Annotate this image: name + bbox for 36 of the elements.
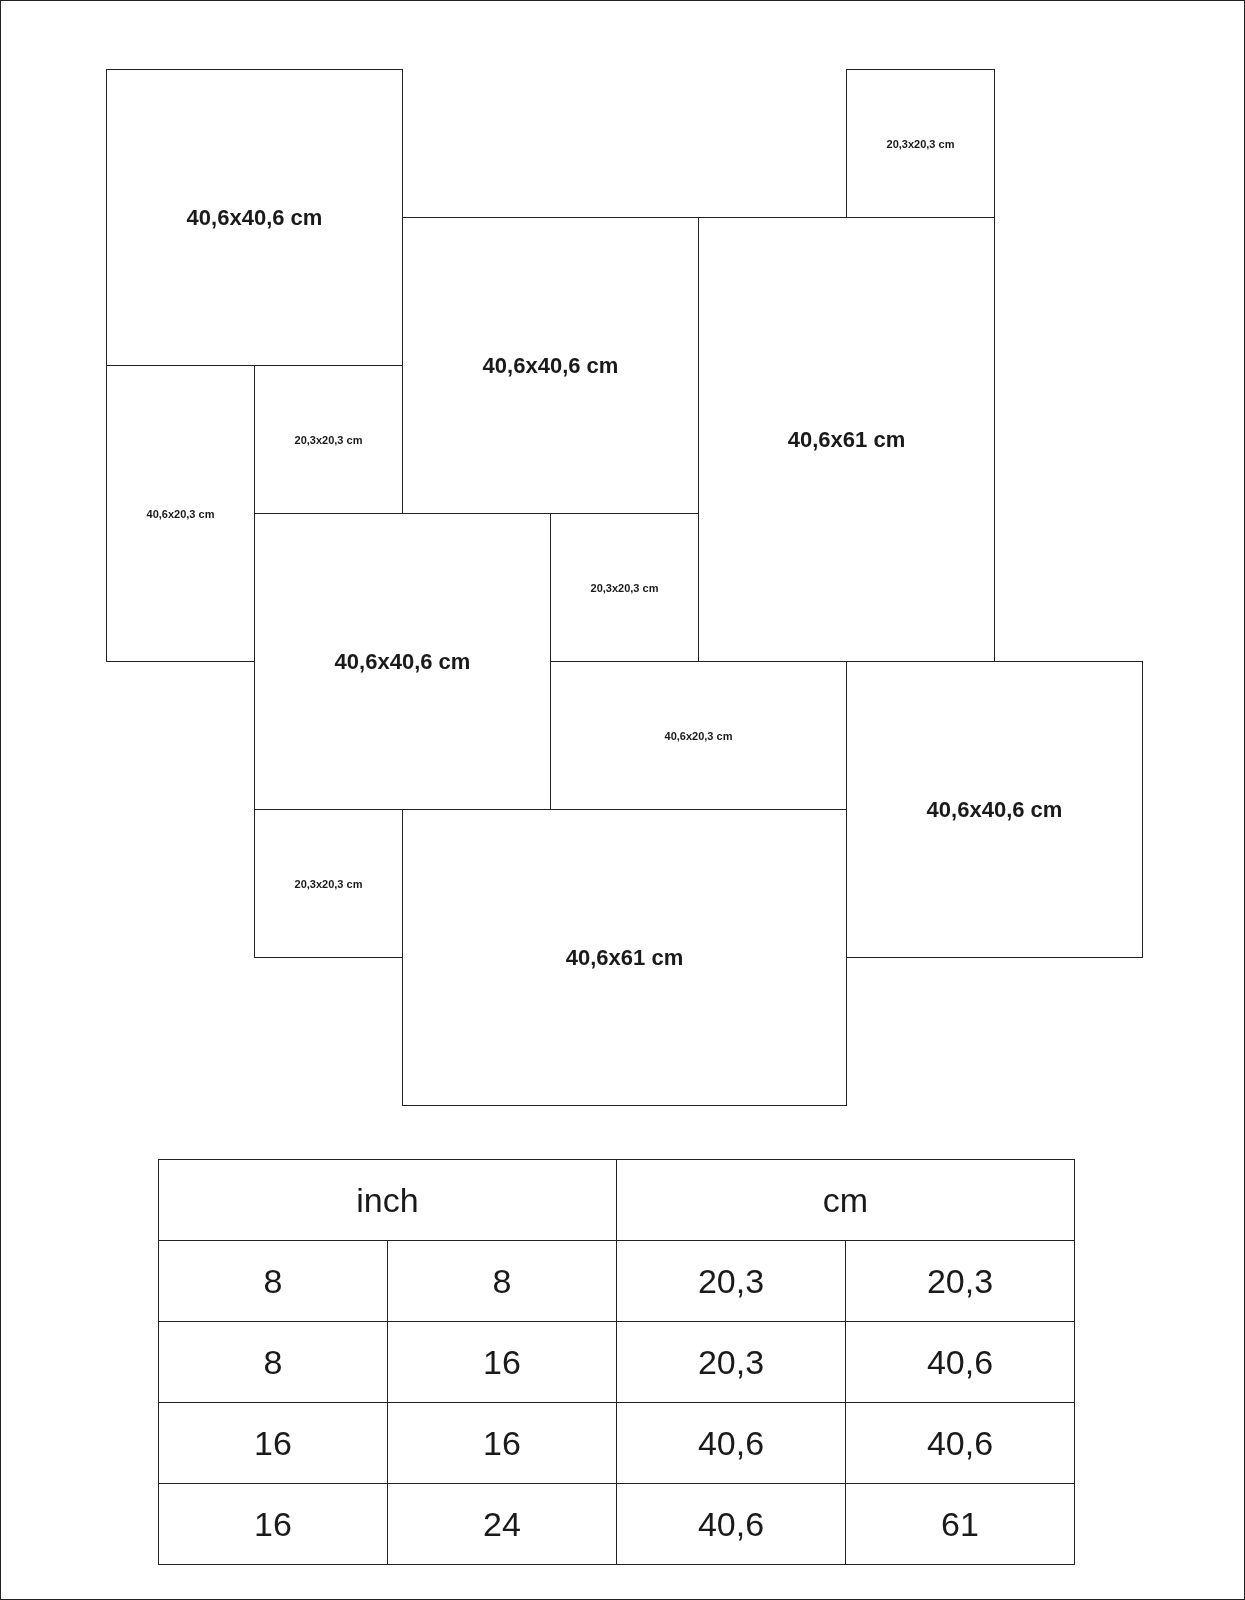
table-cell: 61: [846, 1484, 1075, 1565]
frame-outline: [846, 69, 995, 218]
frame-outline: [254, 809, 403, 958]
table-cell: 24: [388, 1484, 617, 1565]
table-cell: 20,3: [617, 1322, 846, 1403]
size-label: 20,3x20,3 cm: [294, 433, 363, 446]
table-cell: 40,6: [846, 1403, 1075, 1484]
frame-outline: [846, 661, 1143, 958]
table-cell: 40,6: [846, 1322, 1075, 1403]
size-label: 40,6x20,3 cm: [146, 507, 215, 520]
table-header-cell: cm: [617, 1160, 1075, 1241]
size-label: 40,6x40,6 cm: [482, 352, 619, 379]
table-cell: 16: [159, 1403, 388, 1484]
table-cell: 40,6: [617, 1484, 846, 1565]
size-label: 40,6x40,6 cm: [186, 204, 323, 231]
table-cell: 16: [388, 1322, 617, 1403]
frame-outline: [698, 217, 995, 662]
table-cell: 40,6: [617, 1403, 846, 1484]
size-label: 40,6x40,6 cm: [334, 648, 471, 675]
table-cell: 8: [388, 1241, 617, 1322]
table-cell: 20,3: [617, 1241, 846, 1322]
size-label: 40,6x61 cm: [787, 426, 906, 453]
size-label: 20,3x20,3 cm: [590, 581, 659, 594]
table-cell: 16: [388, 1403, 617, 1484]
table-cell: 16: [159, 1484, 388, 1565]
size-label: 20,3x20,3 cm: [294, 877, 363, 890]
table-header-cell: inch: [159, 1160, 617, 1241]
table-cell: 8: [159, 1322, 388, 1403]
size-label: 40,6x40,6 cm: [926, 796, 1063, 823]
table-cell: 8: [159, 1241, 388, 1322]
frame-outline: [106, 365, 255, 662]
size-label: 20,3x20,3 cm: [886, 137, 955, 150]
frame-outline: [106, 69, 403, 366]
size-label: 40,6x20,3 cm: [664, 729, 733, 742]
size-label: 40,6x61 cm: [565, 944, 684, 971]
table-cell: 20,3: [846, 1241, 1075, 1322]
